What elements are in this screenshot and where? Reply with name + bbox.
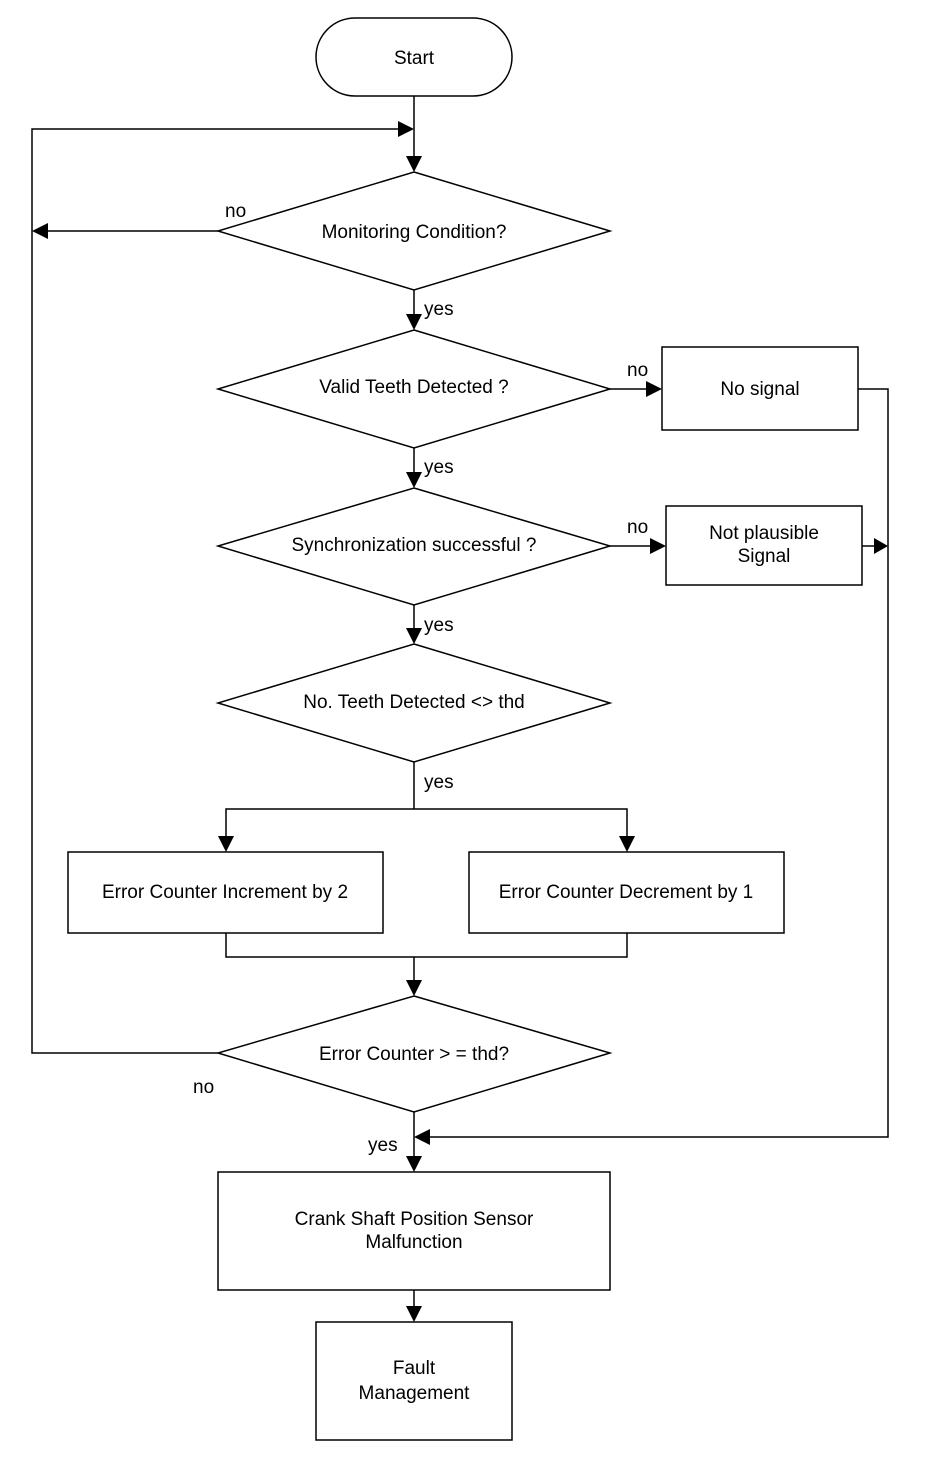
err-inc-text: Error Counter Increment by 2 xyxy=(102,882,348,903)
label-teeth-yes: yes xyxy=(424,772,454,793)
arrowhead-into-fault xyxy=(406,1306,422,1322)
label-sync-yes: yes xyxy=(424,615,454,636)
crank-text-1: Crank Shaft Position Sensor xyxy=(295,1209,534,1230)
label-monitoring-yes: yes xyxy=(424,299,454,320)
label-valid-no: no xyxy=(627,360,648,381)
arrowhead-error-merge xyxy=(414,1129,430,1145)
process-no-signal xyxy=(661,346,859,431)
arrowhead-into-increment xyxy=(218,836,234,852)
arrowhead-into-monitoring xyxy=(406,156,422,172)
start-text: Start xyxy=(394,48,435,69)
fault-text-2: Management xyxy=(359,1383,471,1404)
not-plausible-text-2: Signal xyxy=(738,546,791,567)
arrowhead-into-decrement xyxy=(619,836,635,852)
process-crank-sensor-malfunction xyxy=(217,1171,611,1291)
arrowhead-into-teeth-thd xyxy=(406,628,422,644)
arrowhead-into-crank xyxy=(406,1156,422,1172)
connector-loop-back xyxy=(31,128,398,1054)
connector-no-signal-right xyxy=(430,388,889,1138)
label-monitoring-no: no xyxy=(225,201,246,222)
not-plausible-text-1: Not plausible xyxy=(709,523,819,544)
label-sync-no: no xyxy=(627,517,648,538)
monitoring-text: Monitoring Condition? xyxy=(322,222,507,243)
label-err-no: no xyxy=(193,1077,214,1098)
err-dec-text: Error Counter Decrement by 1 xyxy=(499,882,754,903)
arrowhead-into-err-thd xyxy=(406,980,422,996)
err-thd-text: Error Counter > = thd? xyxy=(319,1044,509,1065)
arrowhead-loop-merge xyxy=(398,121,414,137)
arrowhead-into-no-signal xyxy=(646,381,662,397)
label-valid-yes: yes xyxy=(424,457,454,478)
arrowhead-into-valid-teeth xyxy=(406,314,422,330)
arrowhead-into-sync xyxy=(406,472,422,488)
no-signal-text: No signal xyxy=(720,379,799,400)
process-error-decrement xyxy=(468,851,785,934)
connector-merge xyxy=(225,933,628,958)
crank-text-2: Malfunction xyxy=(365,1232,462,1253)
label-err-yes: yes xyxy=(368,1135,398,1156)
valid-teeth-text: Valid Teeth Detected ? xyxy=(319,377,508,398)
arrowhead-not-plausible-merge xyxy=(874,538,888,554)
process-fault-management xyxy=(315,1321,513,1441)
fault-text-1: Fault xyxy=(393,1358,436,1379)
arrowhead-monitoring-no xyxy=(32,223,48,239)
process-not-plausible-signal xyxy=(665,505,863,586)
arrowhead-into-not-plausible xyxy=(650,538,666,554)
process-error-increment xyxy=(67,851,384,934)
connector-split xyxy=(225,808,628,838)
teeth-thd-text: No. Teeth Detected <> thd xyxy=(303,692,524,713)
sync-text: Synchronization successful ? xyxy=(291,535,536,556)
